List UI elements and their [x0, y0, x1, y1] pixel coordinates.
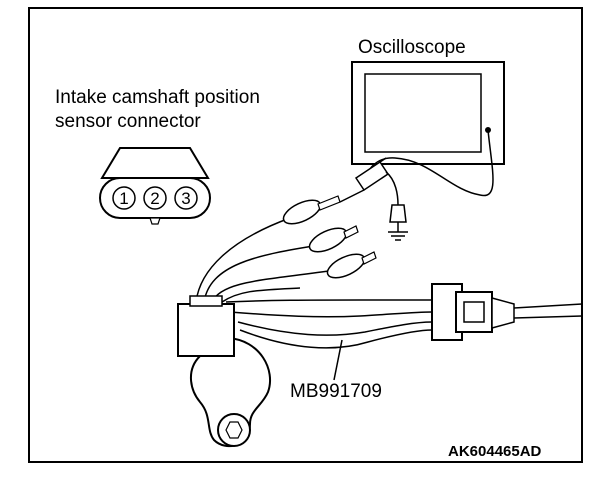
ground-clip-icon	[385, 171, 408, 241]
test-harness-wires	[195, 217, 336, 303]
connector-pin-1: 1	[119, 189, 128, 208]
test-harness-label: MB991709	[290, 381, 382, 402]
sensor-connector-label-line-2: sensor connector	[55, 111, 201, 132]
oscilloscope-cable	[367, 129, 494, 197]
oscilloscope-label: Oscilloscope	[358, 37, 466, 58]
harness-connector-icon	[431, 283, 583, 341]
harness-cable	[225, 299, 433, 349]
sensor-connector-label-line-1: Intake camshaft position	[55, 87, 260, 108]
figure-code: AK604465AD	[448, 443, 542, 460]
diagram-border	[28, 7, 583, 463]
connector-pin-3: 3	[181, 189, 190, 208]
probe-clip-2-icon	[308, 225, 359, 253]
probe-clip-3-icon	[326, 251, 377, 279]
probe-clip-1-icon	[282, 195, 341, 225]
connector-pin-2: 2	[150, 189, 159, 208]
tool-label-leader	[333, 339, 343, 381]
sensor-connector-icon: 1 2 3	[99, 147, 211, 225]
camshaft-sensor-icon	[177, 295, 271, 448]
oscilloscope-icon	[351, 61, 505, 165]
